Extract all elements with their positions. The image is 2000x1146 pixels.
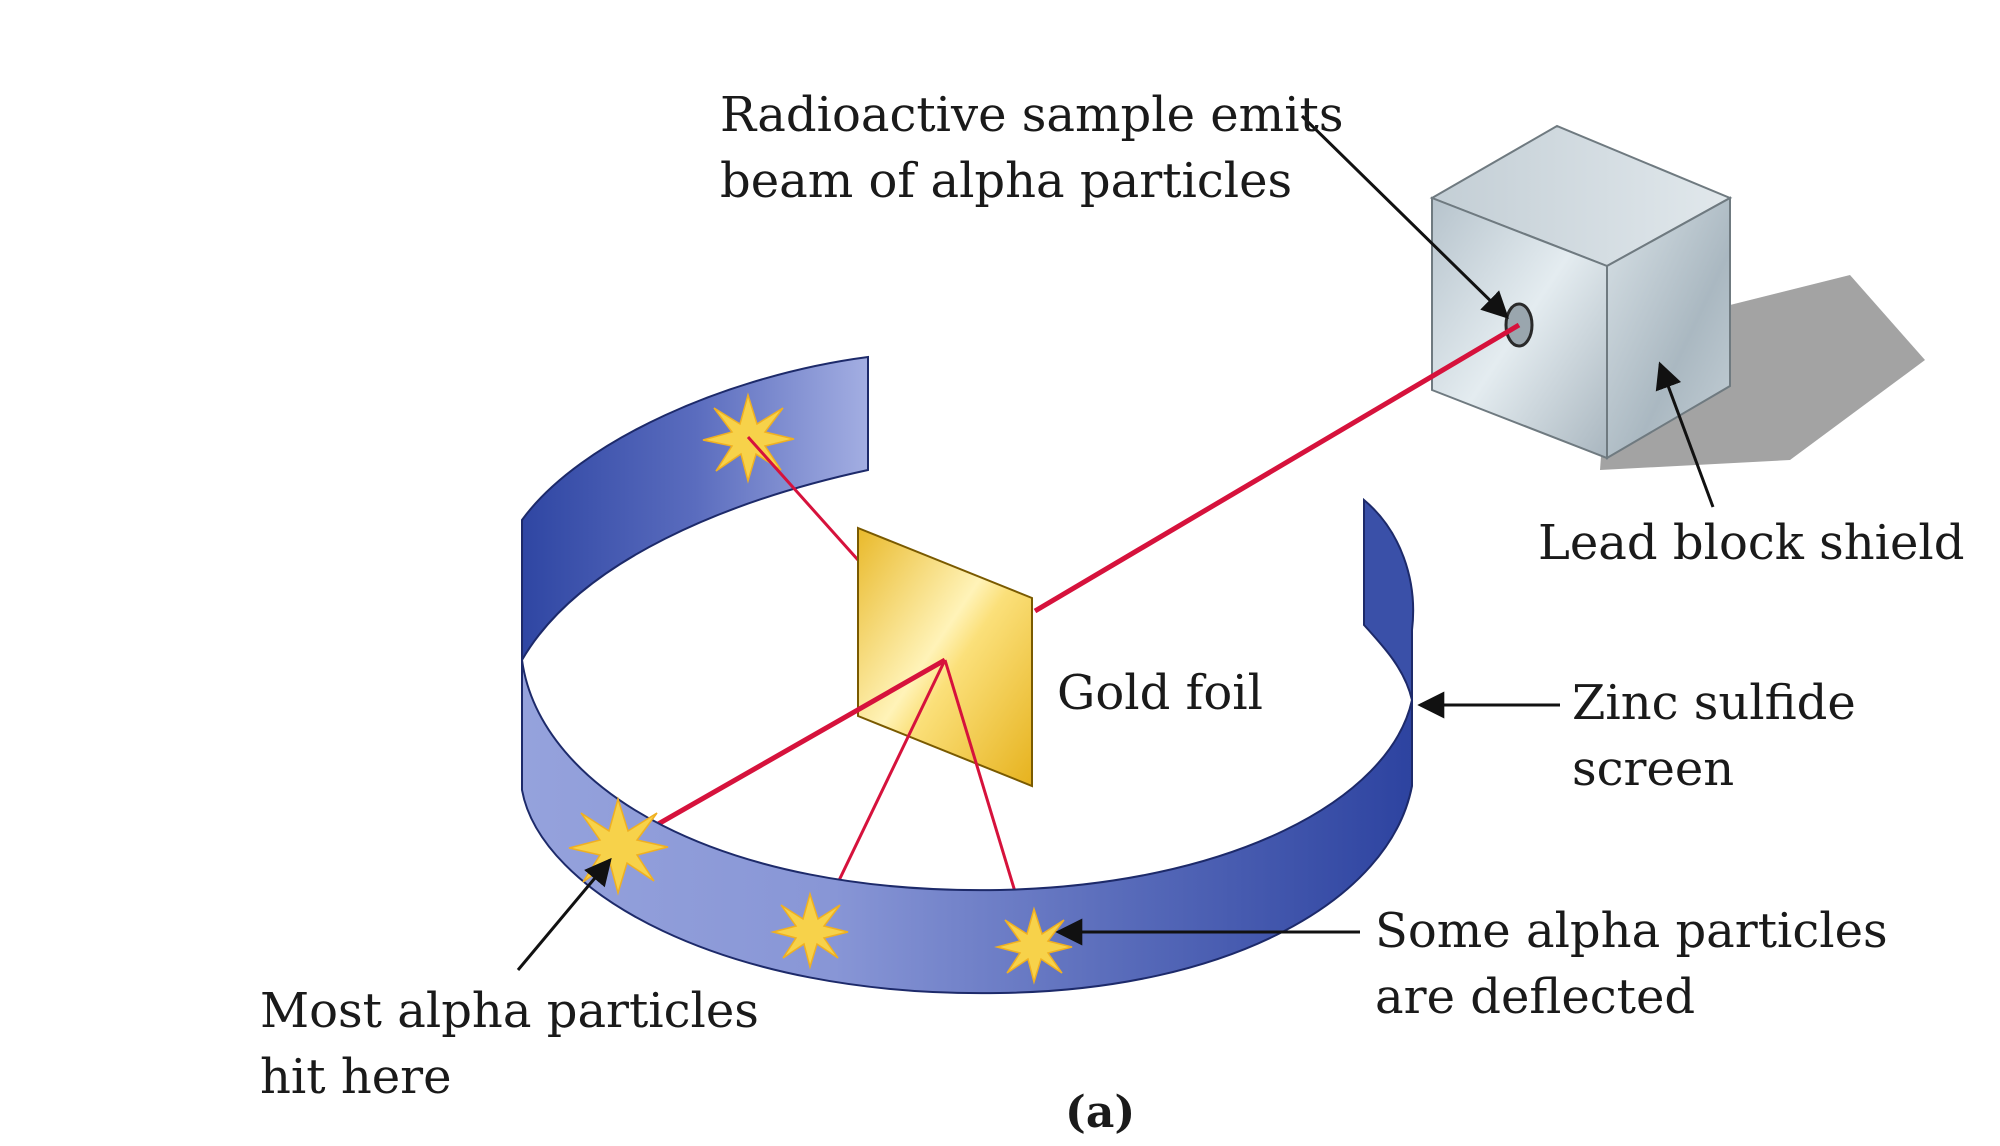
- label-radioactive-line-1: Radioactive sample emits: [720, 87, 1344, 143]
- label-lead-block-shield: Lead block shield: [1538, 510, 1964, 576]
- arrow-lead-block: [1655, 361, 1715, 508]
- arrow-most-particles: [516, 857, 612, 971]
- label-gold-text: Gold foil: [1057, 665, 1263, 721]
- lead-block-side: [1606, 196, 1731, 460]
- gold-foil: [857, 526, 1033, 788]
- screen-ring-front: [521, 659, 1413, 995]
- beam-deflected-2: [943, 659, 1018, 896]
- label-zinc-line-2: screen: [1572, 741, 1735, 797]
- screen-ring-right-end: [1363, 497, 1415, 701]
- label-radioactive-line-2: beam of alpha particles: [720, 153, 1293, 209]
- label-most-line-2: hit here: [260, 1049, 452, 1105]
- label-most-particles: Most alpha particles hit here: [260, 978, 759, 1110]
- beam-deflected-1: [830, 659, 947, 896]
- label-lead-text: Lead block shield: [1538, 515, 1965, 571]
- label-deflected-line-2: are deflected: [1375, 969, 1696, 1025]
- alpha-beams-transmitted: [616, 657, 1018, 896]
- label-radioactive-sample: Radioactive sample emits beam of alpha p…: [720, 82, 1343, 214]
- beam-straight-through: [616, 657, 947, 850]
- label-gold-foil: Gold foil: [1057, 660, 1263, 726]
- figure-caption: (a): [1065, 1080, 1135, 1146]
- screen-ring-back: [521, 355, 869, 664]
- label-some-deflected: Some alpha particles are deflected: [1375, 898, 1888, 1030]
- label-zinc-line-1: Zinc sulfide: [1572, 675, 1856, 731]
- lead-block: [1429, 124, 1733, 460]
- scintillation-flash-deflected-2: [994, 906, 1073, 985]
- figure-caption-text: (a): [1065, 1087, 1136, 1138]
- alpha-beam-incoming: [1033, 322, 1521, 614]
- scintillation-flash-deflected-1: [770, 891, 849, 970]
- label-most-line-1: Most alpha particles: [260, 983, 759, 1039]
- alpha-beam-backscatter: [746, 436, 860, 561]
- arrow-radioactive: [1300, 114, 1509, 319]
- leader-lines: [516, 114, 1715, 971]
- label-deflected-line-1: Some alpha particles: [1375, 903, 1888, 959]
- label-zinc-sulfide-screen: Zinc sulfide screen: [1572, 670, 1856, 802]
